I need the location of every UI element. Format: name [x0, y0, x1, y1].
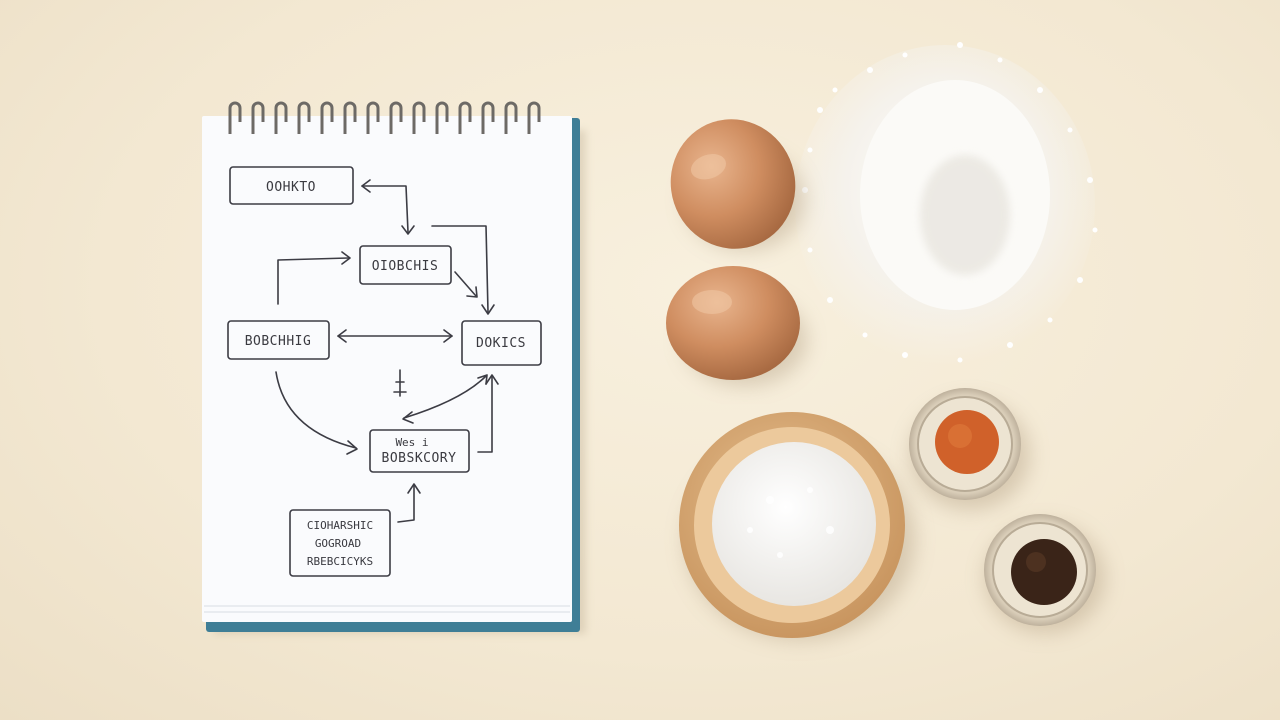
eggs	[666, 119, 807, 386]
spice-jar-paprika	[909, 388, 1030, 510]
flow-box-1-label: OOHKTO	[266, 180, 316, 195]
egg-top	[670, 119, 796, 249]
notebook-page	[202, 116, 572, 622]
flow-box-1	[229, 166, 354, 205]
flow-box-2	[359, 245, 452, 285]
flow-box-6-line2: GOGROAD	[315, 537, 361, 550]
flow-box-4-label: DOKICS	[476, 336, 526, 351]
flow-arrows	[275, 179, 499, 523]
flow-box-6-line3: RBEBCICYKS	[307, 555, 373, 568]
spiral-binding	[228, 101, 541, 134]
flow-box-3	[227, 320, 330, 360]
flour-pile	[795, 42, 1098, 365]
flow-box-6	[289, 509, 391, 577]
salt	[712, 442, 876, 606]
flow-box-5-sublabel: Wes i	[395, 436, 428, 449]
flow-box-4	[461, 320, 542, 366]
flow-box-5-label: BOBSKCORY	[382, 451, 457, 466]
flow-box-6-line1: CIOHARSHIC	[307, 519, 373, 532]
notebook: OOHKTO OIOBCHIS BOBCHHIG DOKICS Wes i BO…	[202, 101, 586, 634]
egg-bottom	[666, 266, 800, 380]
hand-drawn-flowchart: OOHKTO OIOBCHIS BOBCHHIG DOKICS Wes i BO…	[227, 166, 542, 577]
salt-bowl	[679, 412, 915, 640]
flow-box-3-label: BOBCHHIG	[245, 334, 312, 349]
flow-box-2-label: OIOBCHIS	[372, 259, 439, 274]
flow-box-5	[369, 429, 470, 473]
spice-jar-pepper	[984, 514, 1105, 633]
